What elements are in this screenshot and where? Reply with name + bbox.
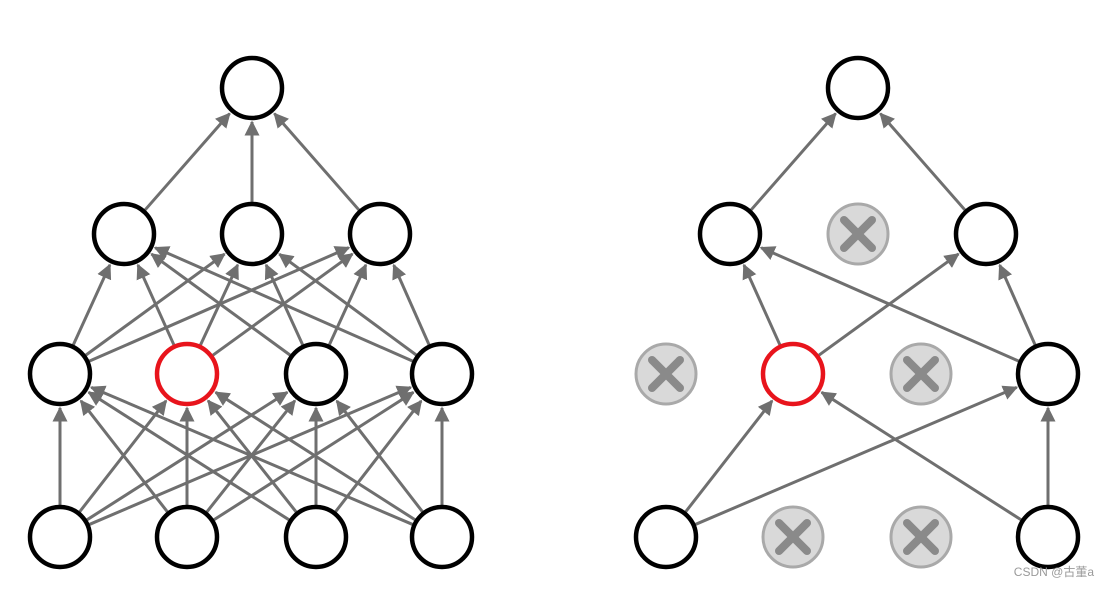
dropped-neuron	[634, 342, 698, 406]
edge-arrow	[998, 263, 1037, 346]
edge-arrow	[335, 399, 424, 513]
edges	[684, 112, 1056, 526]
cross-icon	[903, 356, 939, 392]
highlighted-neuron	[154, 341, 220, 407]
neuron	[27, 341, 93, 407]
edge-arrow	[87, 390, 290, 522]
edge-arrow	[214, 391, 416, 522]
edge-arrow	[71, 263, 112, 346]
edge-arrow	[79, 399, 169, 513]
neuron	[219, 201, 285, 267]
dropped-neuron	[826, 202, 890, 266]
dropped-neuron	[761, 505, 825, 569]
edge-arrow	[684, 399, 774, 513]
dropped-neuron	[889, 342, 953, 406]
cross-icon	[775, 519, 811, 555]
neuron	[347, 201, 413, 267]
edge-arrow	[89, 385, 414, 526]
nodes	[633, 55, 1081, 570]
neuron	[409, 341, 475, 407]
standard-network	[27, 55, 475, 570]
neuron	[409, 504, 475, 570]
cross-icon	[648, 356, 684, 392]
edge-arrow	[742, 263, 782, 346]
neuron	[91, 201, 157, 267]
edge-arrow	[143, 112, 231, 211]
watermark: CSDN @古董a	[1013, 565, 1094, 579]
neuron	[1015, 341, 1081, 407]
neuron	[697, 201, 763, 267]
neuron	[825, 55, 891, 121]
nodes	[27, 55, 475, 570]
edge-arrow	[694, 385, 1019, 526]
edge-arrow	[392, 263, 431, 346]
cross-icon	[840, 216, 876, 252]
neuron	[283, 341, 349, 407]
edge-arrow	[150, 252, 292, 357]
neuron	[1015, 504, 1081, 570]
edge-arrow	[278, 252, 418, 357]
cross-icon	[903, 519, 939, 555]
dropout-network	[633, 55, 1081, 570]
edge-arrow	[136, 263, 176, 346]
edge-arrow	[879, 112, 967, 211]
neuron	[27, 504, 93, 570]
edge-arrow	[273, 112, 361, 211]
neuron	[283, 504, 349, 570]
neuron	[633, 504, 699, 570]
dropped-neuron	[889, 505, 953, 569]
edge-arrow	[820, 391, 1022, 522]
neuron	[953, 201, 1019, 267]
edges	[52, 112, 450, 526]
highlighted-neuron	[760, 341, 826, 407]
edge-arrow	[153, 246, 414, 363]
neuron	[154, 504, 220, 570]
edge-arrow	[759, 246, 1020, 363]
neuron	[219, 55, 285, 121]
edge-arrow	[749, 112, 837, 211]
